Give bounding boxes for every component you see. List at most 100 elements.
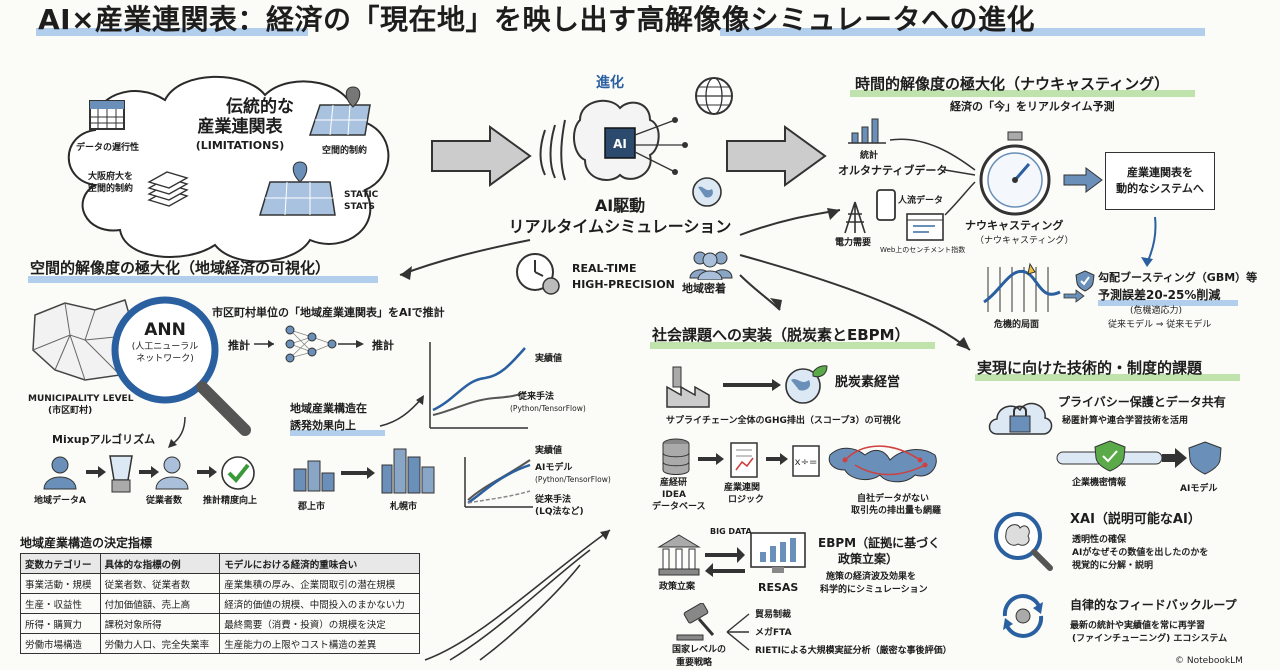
ai-chip-label: AI: [613, 137, 627, 151]
arrow-icon-3: [196, 465, 218, 479]
accuracy-label: 推計精度向上: [203, 496, 257, 506]
gbm-label: 勾配ブースティング（GBM）等: [1098, 272, 1257, 285]
estimate-chart-2: [460, 455, 535, 510]
logic-label-1: 産業連関: [724, 483, 760, 493]
right-arrow-icon: [1062, 165, 1104, 195]
stopwatch-icon: [975, 130, 1055, 220]
power-label: 電力需要: [835, 238, 871, 248]
corp-secret-label: 企業機密情報: [1072, 478, 1126, 488]
calendar-icon: [88, 95, 128, 131]
no-data-label-1: 自社データがない: [857, 494, 929, 504]
ai-brain-icon: AI: [535, 90, 700, 200]
sapporo-label: 札幌市: [390, 502, 417, 512]
bigdata-label: BIG DATA: [710, 527, 752, 536]
ebpm-label-2: 政策立案）: [838, 553, 898, 567]
policy-label: 政策立案: [659, 582, 695, 592]
estimate-in-label: 推計: [228, 340, 250, 353]
space-heading: 空間的解像度の極大化（地域経済の可視化）: [30, 260, 330, 277]
world-map-icon: [825, 435, 945, 495]
ann-label: ANN: [125, 321, 205, 341]
down-arrow: [1135, 215, 1165, 270]
logic-label-2: ロジック: [728, 495, 764, 505]
privacy-desc: 秘匿計算や連合学習技術を活用: [1062, 416, 1188, 426]
evolution-arrow: [430, 125, 535, 187]
trade-label-3: RIETIによる大規模実証分析（厳密な事後評価）: [755, 646, 952, 656]
evolution-label: 進化: [580, 75, 640, 91]
chart1-actual-label: 実績値: [535, 354, 562, 364]
table-caption: 地域産業構造の決定指標: [20, 537, 152, 551]
xai-label: XAI（説明可能なAI）: [1070, 513, 1201, 528]
chart2-actual-label: 実績値: [535, 446, 562, 456]
static-label-1: STATIC: [344, 190, 378, 200]
secure-pipeline-icon: [1055, 438, 1225, 478]
web-sentiment-label: Web上のセンチメント指数: [880, 246, 965, 254]
map-pin-icon: [305, 85, 375, 140]
city-arrow-icon: [340, 466, 376, 480]
loop-desc-2: (ファインチューニング) エコシステム: [1072, 634, 1227, 644]
xai-magnifier-icon: [990, 508, 1055, 573]
dynamic-label-2: 動的なシステムへ: [1105, 183, 1215, 196]
person-icon-a: [40, 455, 80, 491]
dynamic-system-box: [1105, 152, 1215, 210]
db-label-3: データベース: [652, 502, 706, 512]
paper-stack-icon: [145, 170, 191, 210]
ghg-label: サプライチェーン全体のGHG排出（スコープ3）の可視化: [666, 416, 901, 426]
factory-arrow-icon: [722, 378, 782, 392]
shield-check-icon: [1075, 270, 1095, 292]
db-label-1: 産経研: [660, 478, 687, 488]
national-label-1: 国家レベルの: [672, 645, 726, 655]
loop-label: 自律的なフィードバックループ: [1070, 599, 1237, 613]
nowcast-label: ナウキャスティング: [965, 220, 1063, 233]
logic-arrow-icon: [765, 452, 789, 466]
government-building-icon: [657, 533, 701, 577]
challenges-heading: 実現に向けた技術的・制度的課題: [977, 360, 1202, 377]
conventional-model-label: 従来モデル ⇒ 従来モデル: [1108, 320, 1211, 330]
trade-label-2: メガFTA: [755, 628, 792, 638]
database-icon: [660, 437, 692, 477]
page-title: AI×産業連関表：経済の「現在地」を映し出す高解像像シミュレータへの進化: [38, 4, 1035, 36]
crisis-label: 危機的局面: [994, 320, 1039, 330]
person-icon-b: [152, 455, 192, 491]
neural-net-icon: [252, 322, 372, 367]
ann-sub-1: (人工ニューラル: [120, 342, 210, 352]
table-cell: 課税対象所得: [100, 614, 220, 634]
table-row: 所得・購買力課税対象所得最終需要（消費・投資）の規模を決定: [21, 614, 420, 634]
gunjo-label: 郡上市: [298, 502, 325, 512]
table-header: モデルにおける経済的重味合い: [220, 554, 420, 574]
table-cell: 事業活動・規模: [21, 574, 101, 594]
chart1-conventional-sub: (Python/TensorFlow): [510, 405, 586, 414]
ann-sub-2: ネットワーク): [120, 354, 210, 364]
map-grid-icon: [255, 160, 340, 218]
gbm-crisis: (危機適応力): [1130, 306, 1182, 316]
table-row: 事業活動・規模従業者数、従業者数産業集積の厚み、企業間取引の潜在規模: [21, 574, 420, 594]
factory-icon: [665, 365, 720, 410]
svg-text:x÷=: x÷=: [795, 457, 818, 468]
estimate-title: 市区町村単位の「地域産業連関表」をAIで推計: [212, 307, 445, 320]
table-cell: 最終需要（消費・投資）の規模を決定: [220, 614, 420, 634]
city-skyline-icon: [378, 445, 440, 495]
xai-desc-1: 透明性の確保: [1072, 535, 1126, 545]
table-header: 変数カテゴリー: [21, 554, 101, 574]
national-label-2: 重要戦略: [676, 658, 712, 668]
osaka-label-2: 空間的制約: [88, 184, 133, 194]
table-row: 労働市場構造労働力人口、完全失業率生産能力の上限やコスト構造の差異: [21, 634, 420, 654]
trade-label-1: 貿易制裁: [755, 610, 791, 620]
decorative-curves: [420, 520, 630, 665]
privacy-label: プライバシー保護とデータ共有: [1058, 396, 1226, 410]
social-heading: 社会課題への実装（脱炭素とEBPM）: [652, 327, 910, 344]
feedback-loop-icon: [995, 588, 1051, 644]
estimate-chart-1: [425, 340, 530, 430]
structure-arrow: [378, 392, 428, 432]
monitor-chart-icon: [748, 530, 808, 576]
spatial-limit-label: 空間的制約: [322, 146, 367, 156]
region-a-label: 地域データA: [34, 496, 86, 506]
gavel-icon: [675, 603, 723, 641]
ai-model-label: AIモデル: [1180, 484, 1217, 494]
cloud-heading-3: (LIMITATIONS): [165, 140, 315, 153]
cloud-lock-icon: [985, 392, 1055, 444]
estimate-out-label: 推計: [372, 340, 394, 353]
table-cell: 生産・収益性: [21, 594, 101, 614]
dynamic-label-1: 産業連関表を: [1105, 167, 1215, 180]
power-tower-icon: [840, 200, 870, 235]
town-buildings-icon: [290, 455, 338, 493]
